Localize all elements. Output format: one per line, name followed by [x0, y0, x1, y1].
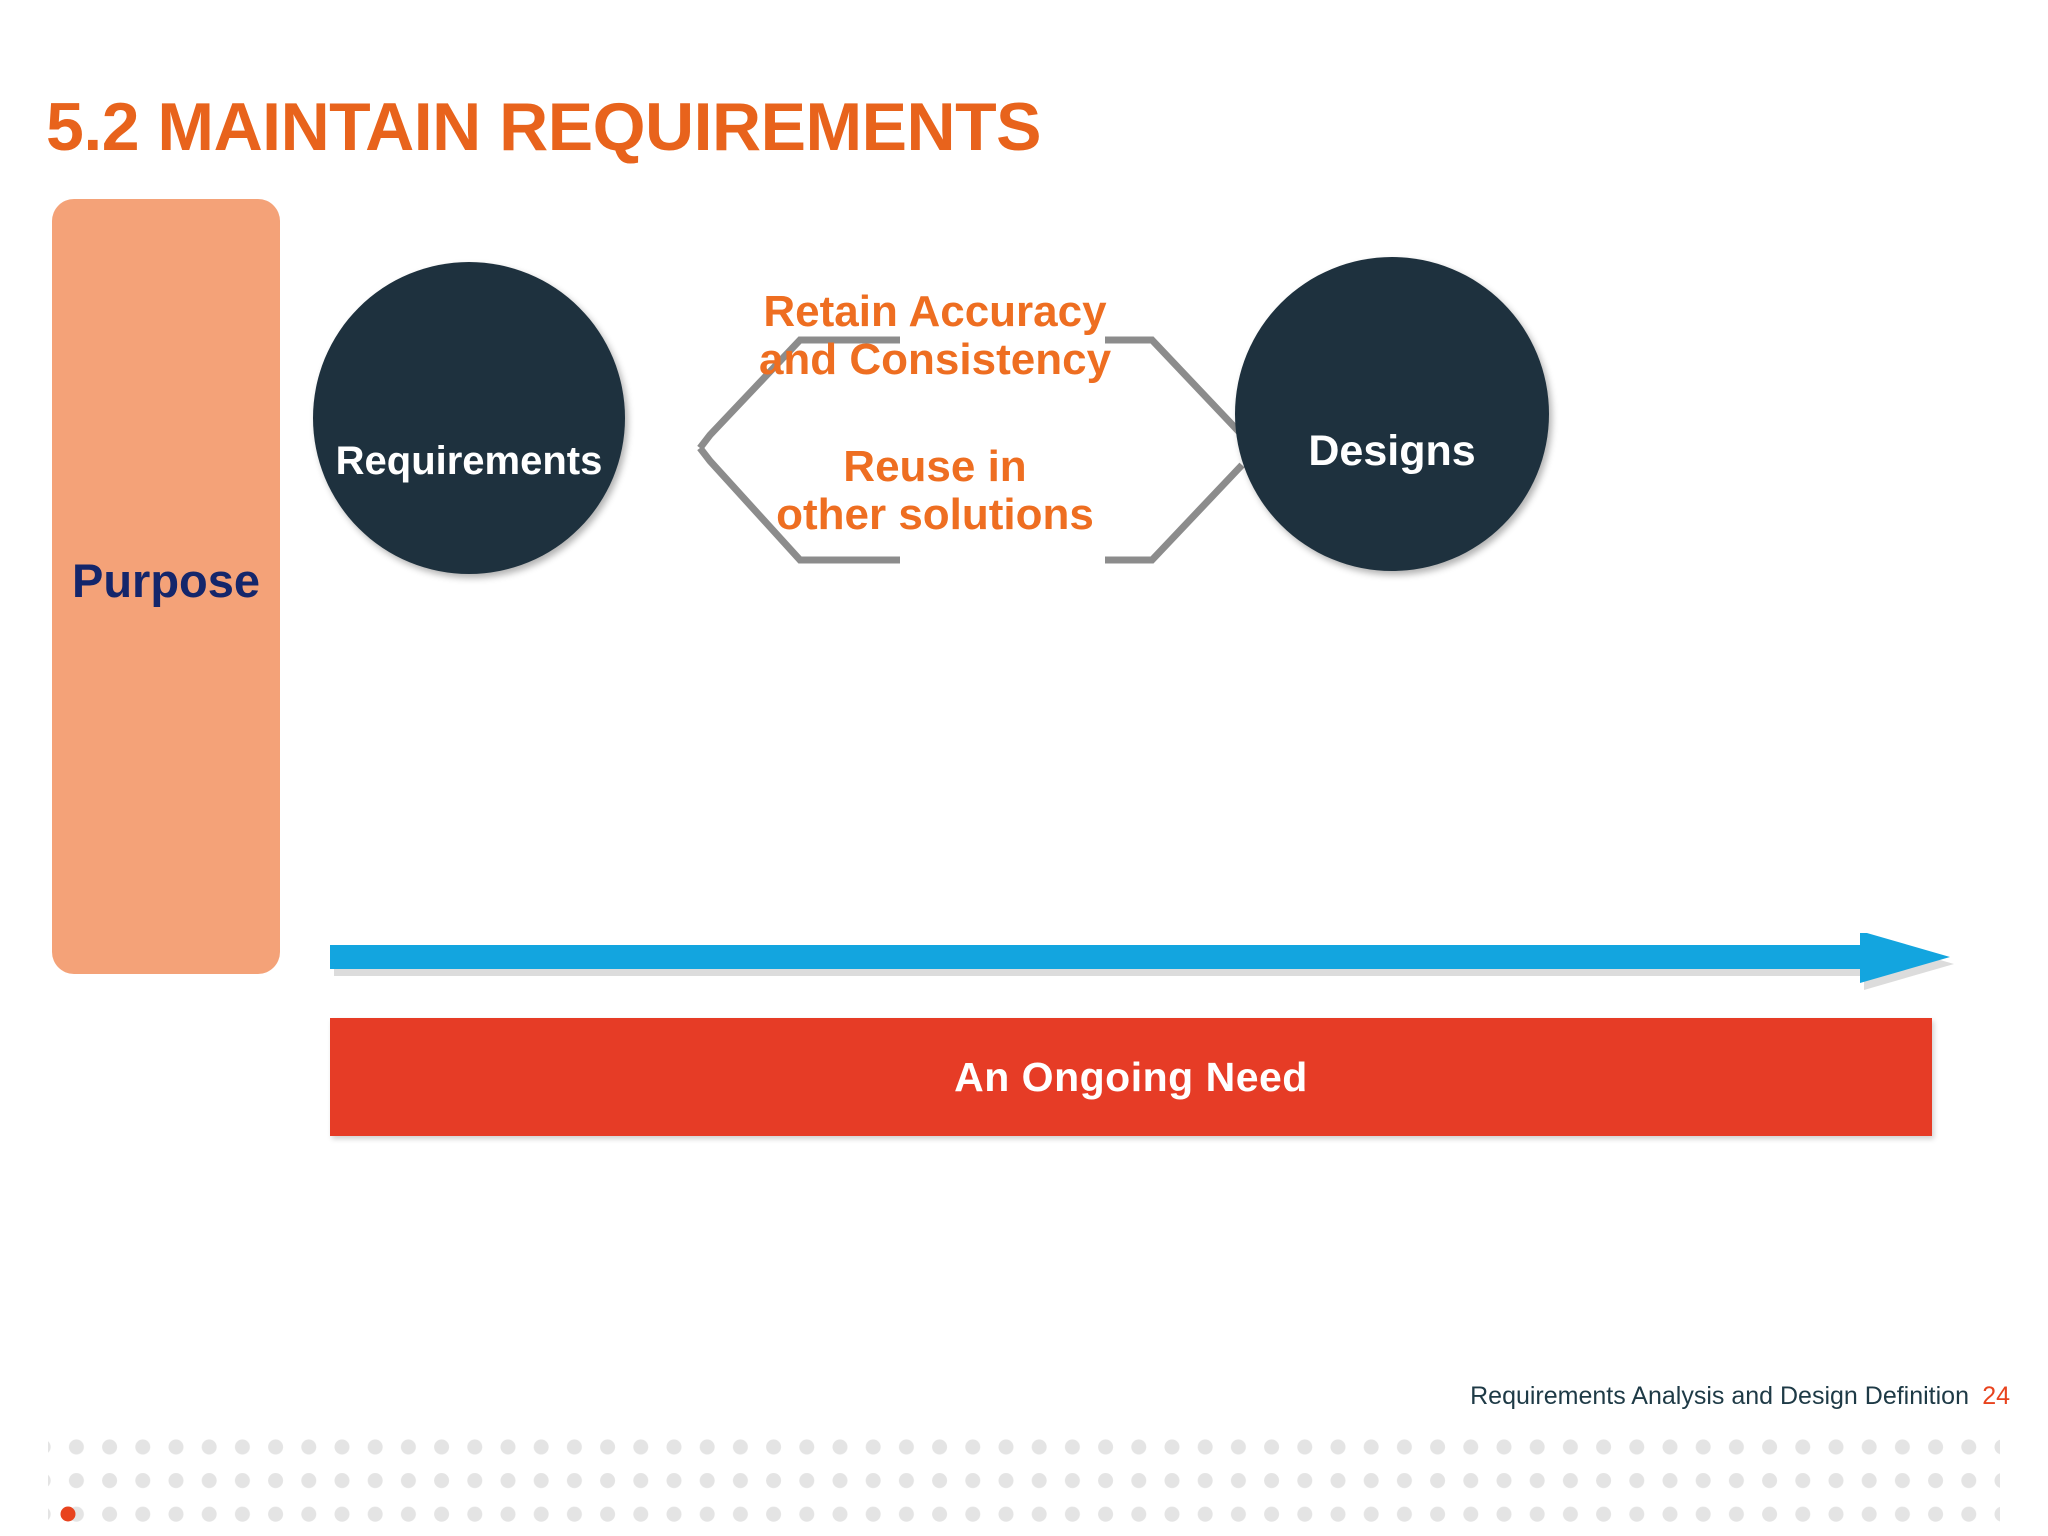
ongoing-need-label: An Ongoing Need: [954, 1053, 1308, 1100]
page-number: 24: [1982, 1382, 2010, 1410]
label-retain-line2: and Consistency: [758, 334, 1112, 384]
label-reuse-line2: other solutions: [776, 489, 1094, 539]
dot-pattern-decoration: [48, 1435, 2000, 1536]
label-retain-accuracy: Retain Accuracy and Consistency: [700, 288, 1170, 383]
right-arrow-icon: [330, 933, 1954, 990]
label-reuse-in-other-solutions: Reuse in other solutions: [700, 443, 1170, 538]
purpose-panel: Purpose: [52, 199, 280, 974]
node-designs: Designs: [1235, 257, 1549, 571]
node-designs-label: Designs: [1308, 426, 1476, 475]
ongoing-need-banner: An Ongoing Need: [330, 1018, 1932, 1136]
footer-chapter-name: Requirements Analysis and Design Definit…: [1470, 1382, 1969, 1410]
page-title: 5.2 MAINTAIN REQUIREMENTS: [46, 89, 1041, 165]
label-reuse-line1: Reuse in: [843, 442, 1027, 491]
node-requirements-label: Requirements: [335, 439, 603, 483]
node-requirements: Requirements: [313, 262, 625, 574]
purpose-label: Purpose: [71, 554, 261, 607]
label-retain-line1: Retain Accuracy: [763, 287, 1107, 336]
